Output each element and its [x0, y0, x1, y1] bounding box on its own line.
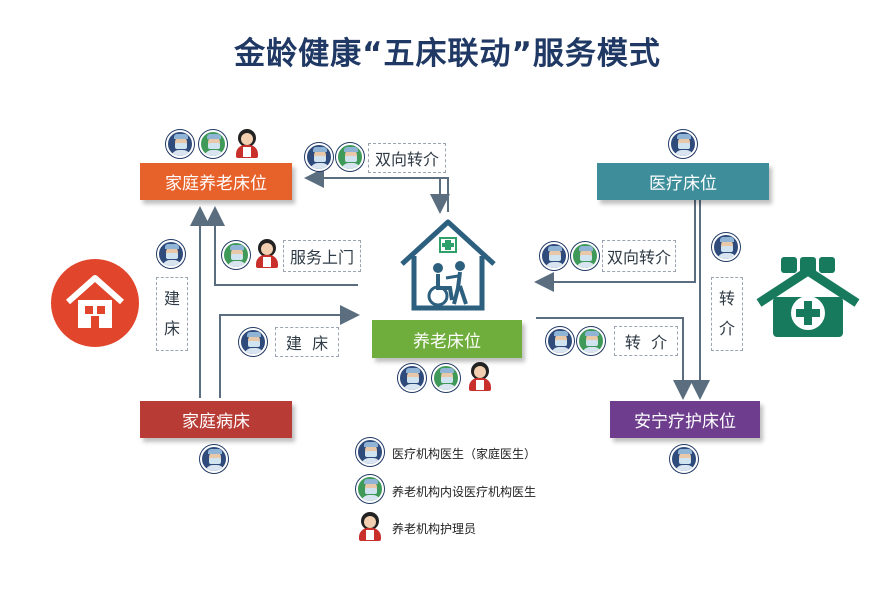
label-two-way-top: 双向转介	[368, 143, 446, 173]
node-elder-bed: 养老床位	[372, 320, 522, 358]
label-transfer-right-char2: 介	[718, 319, 735, 338]
doctor-avatar	[669, 130, 697, 158]
doctor-avatar	[546, 327, 574, 355]
hospital-icon	[756, 257, 860, 337]
node-home-elder-bed: 家庭养老床位	[140, 163, 292, 200]
label-build-bed-left-char1: 建	[163, 289, 180, 308]
legend-inhouse-doctor-label: 养老机构内设医疗机构医生	[392, 485, 537, 499]
label-transfer-mid: 转 介	[614, 326, 678, 356]
arrow-transfer-mid	[536, 317, 693, 400]
inhouse-doctor-avatar	[199, 130, 227, 158]
label-two-way-right: 双向转介	[602, 240, 676, 272]
inhouse-doctor-avatar	[222, 241, 250, 269]
doctor-avatar	[398, 364, 426, 392]
legend-doctor-label: 医疗机构医生（家庭医生）	[392, 447, 537, 461]
arrow-two-way-top	[304, 168, 449, 212]
home-icon	[51, 259, 139, 347]
doctor-avatar	[200, 445, 228, 473]
label-transfer-right-char1: 转	[718, 289, 735, 308]
inhouse-doctor-avatar	[577, 327, 605, 355]
caregiver-avatar	[233, 129, 261, 159]
label-door-service: 服务上门	[283, 240, 361, 272]
page-title: 金龄健康“五床联动”服务模式	[234, 36, 661, 72]
inhouse-doctor-avatar	[571, 242, 599, 270]
arrow-two-way-right	[534, 200, 696, 292]
inhouse-doctor-avatar	[336, 143, 364, 171]
doctor-avatar	[712, 233, 740, 261]
label-transfer-right: 转 介	[711, 277, 743, 351]
doctor-avatar	[540, 242, 568, 270]
elder-care-house-icon	[400, 219, 496, 311]
inhouse-doctor-avatar	[432, 364, 460, 392]
arrow-door-service	[205, 206, 358, 286]
doctor-avatar	[157, 240, 185, 268]
label-build-bed-left-char2: 床	[163, 319, 180, 338]
legend-caregiver-icon	[356, 512, 384, 542]
node-home-sickbed: 家庭病床	[140, 401, 292, 438]
doctor-avatar	[670, 445, 698, 473]
caregiver-avatar	[253, 239, 281, 269]
doctor-avatar	[239, 328, 267, 356]
legend-doctor-icon	[356, 438, 384, 466]
node-medical-bed: 医疗床位	[597, 163, 769, 200]
node-hospice-bed: 安宁疗护床位	[610, 401, 760, 438]
legend-inhouse-doctor-icon	[356, 475, 384, 503]
caregiver-avatar	[466, 362, 494, 392]
doctor-avatar	[305, 143, 333, 171]
label-build-bed-left: 建 床	[156, 277, 188, 351]
legend-caregiver-label: 养老机构护理员	[392, 522, 477, 536]
arrow-build-bed-mid	[219, 305, 360, 398]
doctor-avatar	[166, 130, 194, 158]
label-build-bed-mid: 建 床	[275, 327, 339, 357]
